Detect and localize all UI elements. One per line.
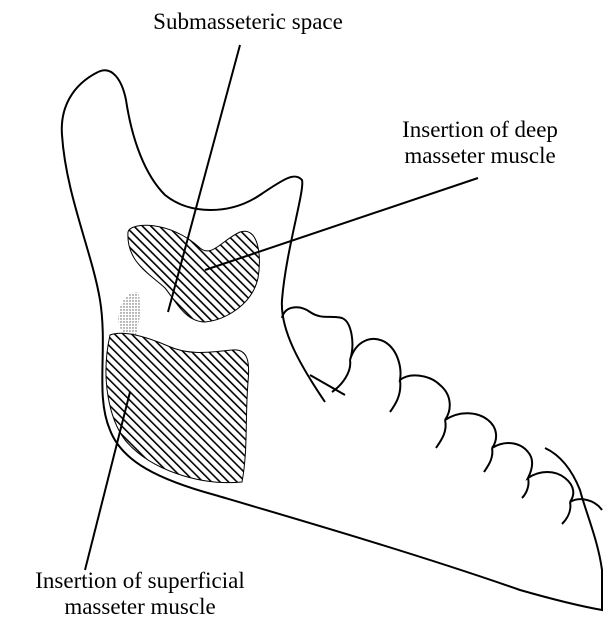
label-submasseteric-space: Submasseteric space xyxy=(118,9,378,35)
label-deep-masseter-insertion: Insertion of deep masseter muscle xyxy=(360,117,600,169)
teeth-outline xyxy=(282,307,602,510)
tooth-divider-2 xyxy=(332,360,350,392)
label-deep-line2: masseter muscle xyxy=(360,143,600,169)
tooth-divider-7 xyxy=(562,502,570,524)
label-superficial-masseter-insertion: Insertion of superficial masseter muscle xyxy=(0,568,280,620)
leader-superficial-insertion xyxy=(85,392,130,570)
label-submasseteric-space-text: Submasseteric space xyxy=(118,9,378,35)
tooth-divider-6 xyxy=(522,478,529,498)
tooth-divider-3 xyxy=(390,380,400,412)
superficial-masseter-insertion-area xyxy=(106,333,249,482)
label-superficial-line2: masseter muscle xyxy=(0,594,280,620)
label-superficial-line1: Insertion of superficial xyxy=(0,568,280,594)
label-deep-line1: Insertion of deep xyxy=(360,117,600,143)
deep-masseter-insertion-area xyxy=(128,225,260,322)
submasseteric-space-area xyxy=(118,292,140,338)
tooth-divider-5 xyxy=(484,448,492,472)
leader-deep-insertion xyxy=(205,178,478,270)
tooth-divider-4 xyxy=(436,420,446,448)
